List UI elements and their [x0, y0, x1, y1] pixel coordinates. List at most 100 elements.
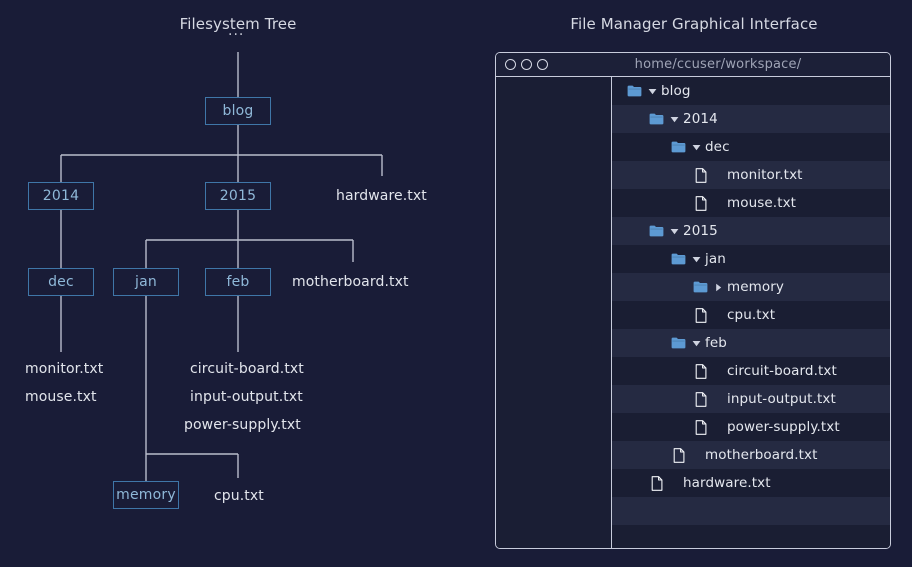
folder-icon [670, 141, 687, 153]
tree-node-2015[interactable]: 2015 [205, 182, 271, 210]
tree-node-memory[interactable]: memory [113, 481, 179, 509]
row-label: feb [705, 335, 727, 351]
file-icon-glyph [695, 419, 706, 435]
chevron-down-icon[interactable] [668, 228, 680, 235]
tree-node-2014[interactable]: 2014 [28, 182, 94, 210]
tree-leaf-mouse.txt[interactable]: mouse.txt [25, 389, 97, 405]
close-button-icon[interactable] [505, 59, 516, 70]
chevron-down-icon[interactable] [690, 144, 702, 151]
file-list-empty-row [612, 525, 890, 548]
file-list-row-blog[interactable]: blog [612, 77, 890, 105]
row-label: memory [727, 279, 785, 295]
file-list-row-circuit-board.txt[interactable]: circuit-board.txt [612, 357, 890, 385]
window-titlebar: home/ccuser/workspace/ [496, 53, 890, 77]
row-label: power-supply.txt [727, 419, 840, 435]
tree-node-jan[interactable]: jan [113, 268, 179, 296]
tree-edge-lines [60, 52, 383, 481]
file-list-empty-row [612, 497, 890, 525]
folder-icon-glyph [649, 225, 664, 237]
file-icon [692, 391, 709, 407]
file-icon-glyph [695, 195, 706, 211]
row-label: 2014 [683, 111, 718, 127]
file-icon [670, 447, 687, 463]
file-icon [692, 419, 709, 435]
filesystem-tree-title: Filesystem Tree [179, 15, 297, 33]
file-list-row-motherboard.txt[interactable]: motherboard.txt [612, 441, 890, 469]
sidebar-panel[interactable] [496, 77, 612, 548]
folder-icon [648, 225, 665, 237]
file-icon [692, 307, 709, 323]
folder-icon [670, 253, 687, 265]
row-label: blog [661, 83, 691, 99]
path-breadcrumb[interactable]: home/ccuser/workspace/ [634, 57, 802, 72]
file-list-row-dec[interactable]: dec [612, 133, 890, 161]
minimize-button-icon[interactable] [521, 59, 532, 70]
row-label: hardware.txt [683, 475, 771, 491]
file-icon-glyph [695, 167, 706, 183]
folder-icon-glyph [627, 85, 642, 97]
folder-icon [648, 113, 665, 125]
file-icon [648, 475, 665, 491]
tree-leaf-motherboard.txt[interactable]: motherboard.txt [292, 274, 409, 290]
tree-node-dec[interactable]: dec [28, 268, 94, 296]
row-label: 2015 [683, 223, 718, 239]
tree-edge [145, 210, 354, 268]
chevron-down-icon[interactable] [690, 256, 702, 263]
folder-icon-glyph [671, 337, 686, 349]
folder-icon-glyph [671, 141, 686, 153]
folder-icon-glyph [693, 281, 708, 293]
file-manager-window: home/ccuser/workspace/ blog 2014 dec monito… [495, 52, 891, 549]
file-list-row-mouse.txt[interactable]: mouse.txt [612, 189, 890, 217]
folder-icon [692, 281, 709, 293]
row-label: dec [705, 139, 730, 155]
file-icon [692, 363, 709, 379]
tree-leaf-power-supply.txt[interactable]: power-supply.txt [184, 417, 301, 433]
maximize-button-icon[interactable] [537, 59, 548, 70]
row-label: monitor.txt [727, 167, 803, 183]
chevron-down-icon[interactable] [668, 116, 680, 123]
tree-node-root-ellipsis: ... [228, 23, 245, 39]
file-manager-title: File Manager Graphical Interface [570, 15, 818, 33]
tree-leaf-cpu.txt[interactable]: cpu.txt [214, 488, 264, 504]
folder-icon [670, 337, 687, 349]
folder-icon [626, 85, 643, 97]
file-list-row-jan[interactable]: jan [612, 245, 890, 273]
folder-icon-glyph [649, 113, 664, 125]
tree-leaf-hardware.txt[interactable]: hardware.txt [336, 188, 427, 204]
tree-node-blog[interactable]: blog [205, 97, 271, 125]
file-icon [692, 195, 709, 211]
file-list-row-2014[interactable]: 2014 [612, 105, 890, 133]
file-icon-glyph [651, 475, 662, 491]
chevron-down-icon[interactable] [646, 88, 658, 95]
tree-leaf-monitor.txt[interactable]: monitor.txt [25, 361, 104, 377]
file-list-row-cpu.txt[interactable]: cpu.txt [612, 301, 890, 329]
tree-edge [145, 296, 239, 478]
window-controls[interactable] [505, 59, 548, 70]
file-icon-glyph [673, 447, 684, 463]
file-list-row-hardware.txt[interactable]: hardware.txt [612, 469, 890, 497]
file-icon-glyph [695, 307, 706, 323]
file-list-row-power-supply.txt[interactable]: power-supply.txt [612, 413, 890, 441]
tree-node-feb[interactable]: feb [205, 268, 271, 296]
row-label: circuit-board.txt [727, 363, 837, 379]
file-list-row-input-output.txt[interactable]: input-output.txt [612, 385, 890, 413]
tree-leaf-circuit-board.txt[interactable]: circuit-board.txt [190, 361, 304, 377]
row-label: jan [705, 251, 726, 267]
file-list-row-monitor.txt[interactable]: monitor.txt [612, 161, 890, 189]
chevron-right-icon[interactable] [712, 283, 724, 292]
row-label: cpu.txt [727, 307, 776, 323]
file-list-row-2015[interactable]: 2015 [612, 217, 890, 245]
file-list-row-memory[interactable]: memory [612, 273, 890, 301]
file-list-row-feb[interactable]: feb [612, 329, 890, 357]
file-icon [692, 167, 709, 183]
tree-edge [60, 125, 383, 182]
file-icon-glyph [695, 363, 706, 379]
tree-leaf-input-output.txt[interactable]: input-output.txt [190, 389, 303, 405]
row-label: input-output.txt [727, 391, 836, 407]
row-label: mouse.txt [727, 195, 797, 211]
file-icon-glyph [695, 391, 706, 407]
chevron-down-icon[interactable] [690, 340, 702, 347]
